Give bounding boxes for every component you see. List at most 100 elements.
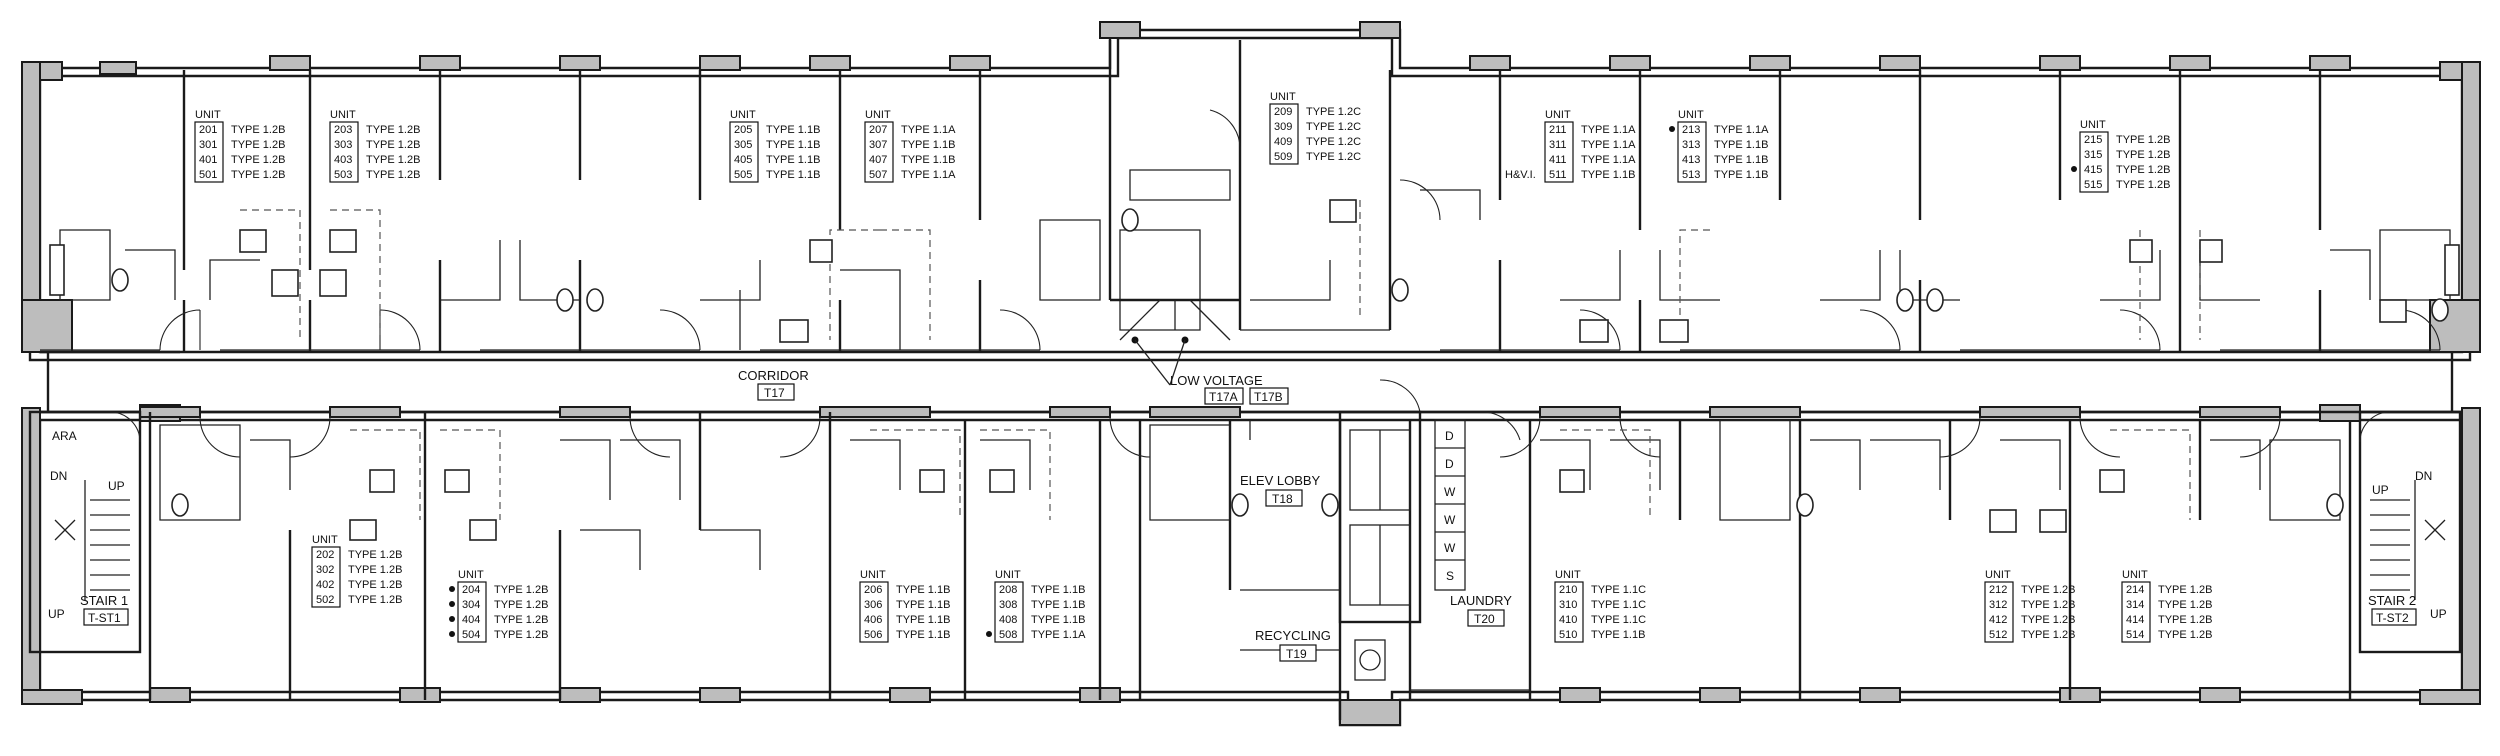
unit-header: UNIT <box>195 109 221 121</box>
unit-number: 315 <box>2084 149 2102 161</box>
unit-schedule-215: UNIT 215 TYPE 1.2B 315 TYPE 1.2B 415 TYP… <box>2071 119 2170 193</box>
unit-schedule-209: UNIT 209 TYPE 1.2C 309 TYPE 1.2C 409 TYP… <box>1269 91 1361 165</box>
unit-type: TYPE 1.2B <box>2116 149 2170 161</box>
unit-type: TYPE 1.1B <box>901 154 955 166</box>
unit-number: 504 <box>462 629 480 641</box>
unit-header: UNIT <box>1270 91 1296 103</box>
unit-header: UNIT <box>330 109 356 121</box>
unit-number: 407 <box>869 154 887 166</box>
unit-type: TYPE 1.1B <box>896 584 950 596</box>
machine-label: W <box>1444 513 1456 527</box>
stair-dn-label: DN <box>50 469 67 483</box>
unit-type: TYPE 1.1B <box>1031 599 1085 611</box>
machine-label: S <box>1446 569 1454 583</box>
unit-number: 209 <box>1274 106 1292 118</box>
unit-type: TYPE 1.1C <box>1591 614 1646 626</box>
unit-type: TYPE 1.2B <box>494 599 548 611</box>
ara-label: ARA <box>52 429 77 443</box>
building-core <box>1240 410 1530 701</box>
unit-type: TYPE 1.1B <box>1714 154 1768 166</box>
stair-up-label: UP <box>48 607 65 621</box>
unit-number: 211 <box>1549 124 1567 136</box>
unit-header: UNIT <box>1555 569 1581 581</box>
unit-number: 314 <box>2126 599 2144 611</box>
unit-number: 215 <box>2084 134 2102 146</box>
unit-header: UNIT <box>730 109 756 121</box>
unit-number: 307 <box>869 139 887 151</box>
elev-lobby-tag: T18 <box>1272 492 1293 506</box>
unit-number: 303 <box>334 139 352 151</box>
hvi-label: H&V.I. <box>1505 169 1536 181</box>
unit-schedule-205: UNIT 205 TYPE 1.1B 305 TYPE 1.1B 405 TYP… <box>729 109 820 183</box>
unit-number: 410 <box>1559 614 1577 626</box>
laundry-label: LAUNDRY T20 <box>1450 593 1512 627</box>
unit-type: TYPE 1.2B <box>494 614 548 626</box>
machine-label: W <box>1444 541 1456 555</box>
unit-type: TYPE 1.1C <box>1591 599 1646 611</box>
unit-type: TYPE 1.1B <box>1581 169 1635 181</box>
unit-number: 313 <box>1682 139 1700 151</box>
unit-type: TYPE 1.1A <box>1714 124 1769 136</box>
stair-up-label: UP <box>2430 607 2447 621</box>
unit-type: TYPE 1.1B <box>1714 139 1768 151</box>
unit-type: TYPE 1.1A <box>1581 139 1636 151</box>
unit-type: TYPE 1.2B <box>2116 134 2170 146</box>
unit-number: 404 <box>462 614 480 626</box>
unit-type: TYPE 1.2B <box>348 579 402 591</box>
stair-2 <box>2358 410 2462 654</box>
laundry-machines: D D W W W S <box>1435 429 1465 583</box>
unit-number: 201 <box>199 124 217 136</box>
unit-number: 406 <box>864 614 882 626</box>
recycling-name: RECYCLING <box>1255 628 1331 643</box>
unit-schedule-208: UNIT 208 TYPE 1.1B 308 TYPE 1.1B 408 TYP… <box>986 569 1086 643</box>
unit-number: 312 <box>1989 599 2007 611</box>
unit-type: TYPE 1.1B <box>901 139 955 151</box>
unit-type: TYPE 1.1A <box>901 124 956 136</box>
unit-type: TYPE 1.2B <box>2116 179 2170 191</box>
unit-type: TYPE 1.2B <box>2021 599 2075 611</box>
unit-number: 214 <box>2126 584 2144 596</box>
unit-header: UNIT <box>1678 109 1704 121</box>
unit-number: 210 <box>1559 584 1577 596</box>
unit-type: TYPE 1.1B <box>1591 629 1645 641</box>
unit-number: 503 <box>334 169 352 181</box>
unit-number: 403 <box>334 154 352 166</box>
unit-type: TYPE 1.2B <box>2116 164 2170 176</box>
unit-type: TYPE 1.2C <box>1306 121 1361 133</box>
unit-type: TYPE 1.2B <box>2158 629 2212 641</box>
unit-type: TYPE 1.1B <box>766 154 820 166</box>
unit-type: TYPE 1.1B <box>1031 584 1085 596</box>
unit-number: 414 <box>2126 614 2144 626</box>
stair-dn-label: DN <box>2415 469 2432 483</box>
stair-2-tag: T-ST2 <box>2376 611 2409 625</box>
north-kitchens <box>49 199 2460 343</box>
recycling-label: RECYCLING T19 <box>1255 628 1331 662</box>
unit-type: TYPE 1.1B <box>766 139 820 151</box>
unit-type: TYPE 1.2C <box>1306 151 1361 163</box>
unit-number: 308 <box>999 599 1017 611</box>
unit-number: 405 <box>734 154 752 166</box>
unit-type: TYPE 1.2B <box>366 154 420 166</box>
unit-type: TYPE 1.2C <box>1306 136 1361 148</box>
unit-number: 302 <box>316 564 334 576</box>
unit-type: TYPE 1.2B <box>231 124 285 136</box>
unit-number: 203 <box>334 124 352 136</box>
unit-type: TYPE 1.2B <box>231 169 285 181</box>
unit-schedule-207: UNIT 207 TYPE 1.1A 307 TYPE 1.1B 407 TYP… <box>864 109 956 183</box>
stair-2-label: DN UP UP STAIR 2 T-ST2 <box>2368 469 2447 626</box>
unit-schedule-212: UNIT 212 TYPE 1.2B 312 TYPE 1.2B 412 TYP… <box>1984 569 2075 643</box>
unit-schedule-204: UNIT 204 TYPE 1.2B 304 TYPE 1.2B 404 TYP… <box>449 569 548 643</box>
unit-schedule-210: UNIT 210 TYPE 1.1C 310 TYPE 1.1C 410 TYP… <box>1554 569 1646 643</box>
unit-type: TYPE 1.2B <box>2158 599 2212 611</box>
stair-up-label: UP <box>108 479 125 493</box>
unit-type: TYPE 1.1B <box>1031 614 1085 626</box>
unit-schedule-201: UNIT 201 TYPE 1.2B 301 TYPE 1.2B 401 TYP… <box>194 109 285 183</box>
south-kitchens <box>171 429 2344 541</box>
unit-type: TYPE 1.2B <box>2021 584 2075 596</box>
unit-number: 515 <box>2084 179 2102 191</box>
unit-header: UNIT <box>2080 119 2106 131</box>
unit-header: UNIT <box>1545 109 1571 121</box>
unit-type: TYPE 1.1A <box>1581 154 1636 166</box>
stair-1-name: STAIR 1 <box>80 593 128 608</box>
unit-type: TYPE 1.2B <box>348 594 402 606</box>
